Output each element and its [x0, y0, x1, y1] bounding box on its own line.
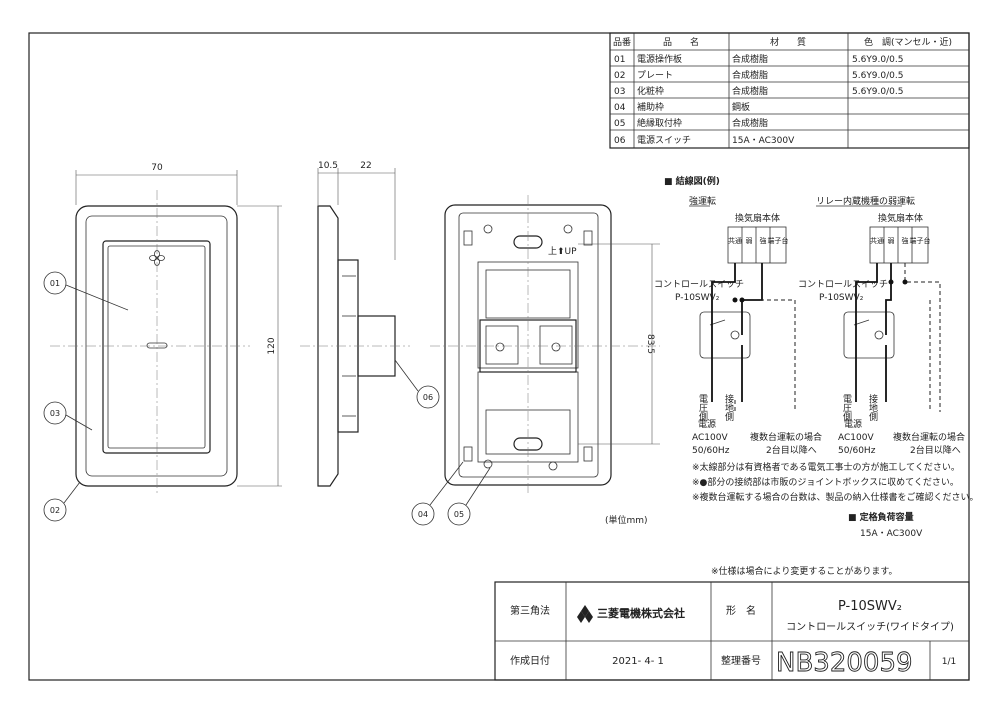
table-cell: 電源操作板	[637, 53, 682, 65]
multi-note1-right: 複数台運転の場合	[893, 431, 965, 443]
table-cell: 05	[614, 119, 625, 129]
table-header-name: 品 名	[663, 36, 699, 48]
multi-note2-left: 2台目以降へ	[766, 444, 817, 456]
terminal-common: 共通	[728, 236, 742, 245]
callout-02: 02	[50, 506, 60, 515]
strong-title: 強運転	[689, 195, 716, 207]
table-header-color: 色 調(マンセル・近)	[864, 36, 952, 48]
table-cell: 電源スイッチ	[637, 135, 691, 146]
table-header-material: 材 質	[770, 36, 806, 48]
fan-body-left: 換気扇本体	[735, 212, 780, 224]
switch-panel	[102, 240, 211, 454]
dim-depth-b: 22	[360, 161, 371, 171]
switch-model-left: P-10SWV₂	[675, 293, 720, 303]
wiring-note: ※太線部分は有資格者である電気工事士の方が施工してください。	[692, 461, 960, 473]
wiring-diagram: ■ 結線図(例) 強運転 リレー内蔵機種の弱運転 換気扇本体 共通 弱 強 端子…	[654, 175, 979, 539]
drawing-number: NB320059	[776, 648, 913, 678]
wiring-note: ※複数台運転する場合の台数は、製品の納入仕様書をご確認ください。	[692, 491, 979, 503]
terminal-weak: 弱	[746, 237, 753, 245]
table-cell: 化粧枠	[637, 85, 664, 97]
multi-note1-left: 複数台運転の場合	[750, 431, 822, 443]
multi-note2-right: 2台目以降へ	[910, 444, 961, 456]
callout-03: 03	[50, 409, 60, 418]
model-label: 形 名	[726, 604, 756, 617]
switch-symbol-left	[699, 311, 751, 359]
voltage-side-left: 電圧側	[697, 394, 708, 421]
voltage-side-right: 電圧側	[841, 394, 852, 421]
table-cell: 合成樹脂	[732, 53, 768, 65]
table-cell: 鋼板	[732, 101, 750, 113]
callout-04: 04	[418, 510, 428, 519]
table-cell: 02	[614, 71, 625, 81]
table-cell: 06	[614, 136, 626, 146]
callout-06: 06	[423, 393, 433, 402]
spec-note: ※仕様は場合により変更することがあります。	[711, 565, 897, 577]
ground-side-left: 接地側	[723, 393, 734, 421]
projection-label: 第三角法	[510, 604, 550, 617]
front-view: 70 120 01 03 02	[43, 163, 282, 522]
company-logo-icon	[577, 605, 593, 623]
fan-body-right: 換気扇本体	[878, 212, 923, 224]
wiring-note: ※●部分の接続部は市販のジョイントボックスに収めてください。	[692, 476, 959, 488]
date-label: 作成日付	[510, 654, 550, 667]
creation-date: 2021- 4- 1	[612, 656, 664, 667]
power-spec1-right: AC100V	[838, 433, 874, 443]
table-cell: 5.6Y9.0/0.5	[852, 87, 903, 97]
table-cell: 03	[614, 87, 625, 97]
table-cell: 04	[614, 103, 626, 113]
dim-depth-a: 10.5	[318, 161, 338, 171]
terminal-block: 端子台	[768, 236, 789, 245]
title-block: 第三角法 三菱電機株式会社 形 名 P-10SWV₂ コントロールスイッチ(ワイ…	[494, 581, 970, 681]
table-cell: 補助枠	[637, 101, 664, 113]
terminal-strong: 強	[902, 237, 909, 245]
table-cell: 合成樹脂	[732, 85, 768, 97]
model-number: P-10SWV₂	[838, 599, 902, 614]
switch-label-right: コントロールスイッチ	[798, 279, 888, 290]
unit-note: (単位mm)	[605, 514, 648, 526]
terminal-strong: 強	[760, 237, 767, 245]
parts-table: 品番 品 名 材 質 色 調(マンセル・近) 01 電源操作板 合成樹脂 5.6…	[609, 32, 970, 149]
callout-01: 01	[50, 279, 60, 288]
callout-05: 05	[454, 510, 464, 519]
table-cell: 15A・AC300V	[732, 136, 795, 146]
rated-value: 15A・AC300V	[860, 529, 923, 539]
back-view: 上⬆UP 83.5 04 05 (単位mm)	[411, 195, 660, 526]
dim-pitch: 83.5	[645, 334, 655, 354]
table-cell: 5.6Y9.0/0.5	[852, 71, 903, 81]
relay-title: リレー内蔵機種の弱運転	[816, 195, 915, 207]
company-name: 三菱電機株式会社	[597, 606, 685, 620]
table-cell: プレート	[637, 70, 673, 81]
product-name: コントロールスイッチ(ワイドタイプ)	[786, 621, 954, 633]
power-spec1-left: AC100V	[692, 433, 728, 443]
switch-label-left: コントロールスイッチ	[654, 279, 744, 290]
switch-model-right: P-10SWV₂	[819, 293, 864, 303]
table-cell: 5.6Y9.0/0.5	[852, 55, 903, 65]
table-header-no: 品番	[613, 36, 631, 48]
side-view: 10.5 22 06	[300, 161, 440, 487]
power-spec2-left: 50/60Hz	[692, 446, 730, 456]
power-label-left: 電源	[698, 419, 716, 430]
drawing-no-label: 整理番号	[721, 654, 761, 667]
terminal-weak: 弱	[888, 237, 895, 245]
sheet-number: 1/1	[942, 657, 956, 667]
table-cell: 絶縁取付枠	[637, 117, 682, 129]
table-cell: 01	[614, 55, 625, 65]
dim-width: 70	[151, 163, 163, 173]
rated-title: ■ 定格負荷容量	[848, 511, 914, 523]
power-label-right: 電源	[844, 419, 862, 430]
power-spec2-right: 50/60Hz	[838, 446, 876, 456]
switch-symbol-right	[843, 311, 895, 359]
wiring-title: ■ 結線図(例)	[664, 175, 720, 187]
up-mark: 上⬆UP	[548, 246, 577, 257]
terminal-common: 共通	[870, 236, 884, 245]
ground-side-right: 接地側	[867, 393, 878, 421]
table-cell: 合成樹脂	[732, 117, 768, 129]
table-cell: 合成樹脂	[732, 69, 768, 81]
terminal-block: 端子台	[910, 236, 931, 245]
dim-height: 120	[267, 337, 277, 354]
